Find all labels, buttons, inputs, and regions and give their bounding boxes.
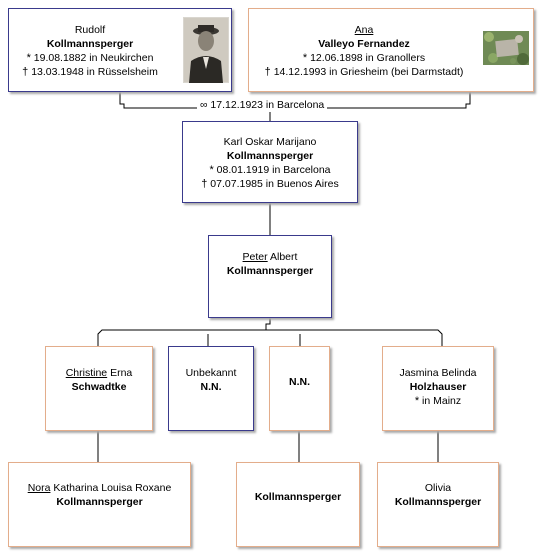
portrait-photo bbox=[183, 17, 229, 83]
given-name: Olivia bbox=[424, 482, 452, 494]
surname: Schwadtke bbox=[71, 381, 127, 393]
birth-line: * 08.01.1919 in Barcelona bbox=[183, 163, 357, 177]
given-name-underlined: Nora bbox=[27, 482, 51, 494]
birth-line: * 19.08.1882 in Neukirchen bbox=[9, 51, 171, 65]
birth-symbol: * bbox=[414, 395, 420, 407]
death-symbol: † bbox=[22, 66, 29, 78]
surname: Holzhauser bbox=[409, 381, 467, 393]
surname: N.N. bbox=[200, 381, 222, 393]
birth-info: in Mainz bbox=[422, 395, 462, 407]
death-info: 07.07.1985 in Buenos Aires bbox=[210, 178, 339, 190]
marriage-symbol: ∞ bbox=[200, 99, 208, 111]
marriage-label: ∞ 17.12.1923 in Barcelona bbox=[197, 98, 328, 112]
person-box-rudolf[interactable]: Rudolf Kollmannsperger * 19.08.1882 in N… bbox=[8, 8, 232, 92]
surname: Kollmannsperger bbox=[56, 496, 143, 508]
surname: Kollmannsperger bbox=[394, 496, 482, 508]
birth-symbol: * bbox=[26, 52, 31, 64]
birth-symbol: * bbox=[302, 52, 308, 64]
person-box-karl[interactable]: Karl Oskar Marijano Kollmannsperger * 08… bbox=[182, 121, 358, 203]
birth-info: 19.08.1882 in Neukirchen bbox=[33, 52, 154, 64]
birth-line: * in Mainz bbox=[383, 394, 493, 408]
given-name-line: Peter Albert bbox=[209, 250, 331, 264]
given-name-rest: Albert bbox=[270, 251, 298, 263]
person-box-nora[interactable]: Nora Katharina Louisa Roxane Kollmannspe… bbox=[8, 462, 191, 547]
surname: Kollmannsperger bbox=[46, 38, 134, 50]
birth-symbol: * bbox=[209, 164, 214, 176]
given-name: Jasmina Belinda bbox=[399, 367, 477, 379]
given-name-underlined: Christine bbox=[65, 367, 108, 379]
given-name: Rudolf bbox=[74, 24, 106, 36]
given-name: Ana bbox=[354, 24, 374, 36]
death-info: 14.12.1993 in Griesheim (bei Darmstadt) bbox=[273, 66, 464, 78]
marriage-date: 17.12.1923 in Barcelona bbox=[210, 99, 325, 111]
surname: Kollmannsperger bbox=[254, 491, 342, 503]
death-line: † 13.03.1948 in Rüsselsheim bbox=[9, 65, 171, 79]
person-box-unbekannt[interactable]: Unbekannt N.N. bbox=[168, 346, 254, 431]
death-symbol: † bbox=[264, 66, 271, 78]
death-line: † 07.07.1985 in Buenos Aires bbox=[183, 177, 357, 191]
person-box-nn[interactable]: N.N. bbox=[269, 346, 330, 431]
death-info: 13.03.1948 in Rüsselsheim bbox=[31, 66, 158, 78]
person-box-ana[interactable]: Ana Valleyo Fernandez * 12.06.1898 in Gr… bbox=[248, 8, 534, 92]
birth-info: 12.06.1898 in Granollers bbox=[310, 52, 426, 64]
birth-info: 08.01.1919 in Barcelona bbox=[216, 164, 331, 176]
person-box-kollmannsperger[interactable]: Kollmannsperger bbox=[236, 462, 360, 547]
surname: N.N. bbox=[289, 376, 310, 388]
given-name-rest: Erna bbox=[110, 367, 133, 379]
surname: Valleyo Fernandez bbox=[318, 38, 410, 50]
given-name-line: Nora Katharina Louisa Roxane bbox=[9, 481, 190, 495]
death-line: † 14.12.1993 in Griesheim (bei Darmstadt… bbox=[249, 65, 479, 79]
surname: Kollmannsperger bbox=[226, 265, 314, 277]
person-box-jasmina[interactable]: Jasmina Belinda Holzhauser * in Mainz bbox=[382, 346, 494, 431]
person-box-olivia[interactable]: Olivia Kollmannsperger bbox=[377, 462, 499, 547]
gravestone-photo bbox=[483, 31, 529, 65]
person-box-christine[interactable]: Christine Erna Schwadtke bbox=[45, 346, 153, 431]
death-symbol: † bbox=[201, 178, 208, 190]
birth-line: * 12.06.1898 in Granollers bbox=[249, 51, 479, 65]
given-name: Unbekannt bbox=[185, 367, 237, 379]
given-name-underlined: Peter bbox=[242, 251, 268, 263]
given-name-rest: Katharina Louisa Roxane bbox=[53, 482, 172, 494]
surname: Kollmannsperger bbox=[226, 150, 314, 162]
given-name-line: Christine Erna bbox=[46, 366, 152, 380]
person-box-peter[interactable]: Peter Albert Kollmannsperger bbox=[208, 235, 332, 318]
given-name: Karl Oskar Marijano bbox=[223, 136, 317, 148]
